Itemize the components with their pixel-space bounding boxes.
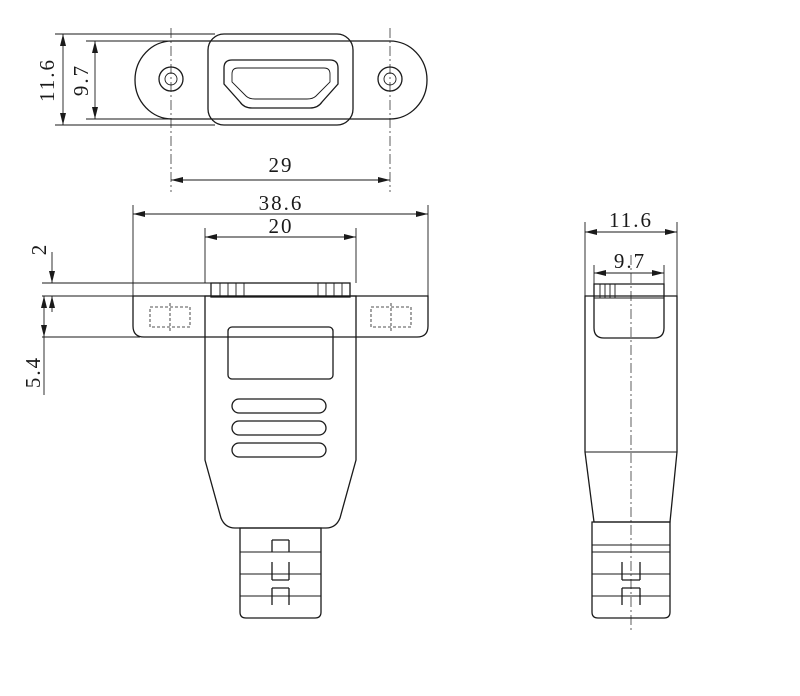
label-flange-step: 2	[27, 243, 51, 256]
arrow-side-outer-right	[665, 229, 677, 235]
arrow-side-inner-right	[652, 270, 664, 276]
label-side-width-outer: 11.6	[609, 208, 653, 232]
side-view-connector-head	[593, 283, 665, 339]
front-view-hole-left-hidden	[149, 306, 191, 328]
strain-relief-notch-2	[271, 562, 290, 581]
front-view-strain-relief	[239, 527, 322, 619]
front-view-connector-top	[210, 282, 351, 298]
strain-relief-notch-1	[271, 539, 290, 552]
top-view: 11.6 9.7 29	[35, 28, 428, 192]
side-relief-notch-2	[621, 587, 641, 605]
arrow-side-outer-left	[585, 229, 597, 235]
side-relief-notch-1	[621, 562, 641, 581]
label-flange-width: 38.6	[259, 191, 304, 215]
label-top-height-inner: 9.7	[69, 64, 93, 96]
front-view-flange	[132, 295, 429, 338]
arrow-thickness-down	[41, 325, 47, 337]
arrow-thickness-up	[41, 296, 47, 308]
arrow-flange-width-right	[416, 211, 428, 217]
strain-relief-notch-3	[271, 587, 290, 605]
arrow-side-inner-left	[594, 270, 606, 276]
arrow-top-inner-down	[92, 107, 98, 119]
arrow-step-up	[49, 296, 55, 308]
front-view-hole-right-hidden	[370, 306, 412, 328]
arrow-hole-spacing-left	[171, 177, 183, 183]
front-view-grip-slot-3	[231, 442, 327, 458]
arrow-top-inner-up	[92, 41, 98, 53]
arrow-step-down	[49, 271, 55, 283]
front-view: 38.6 20 2 5.4	[21, 191, 429, 619]
arrow-top-outer-up	[60, 34, 66, 46]
front-view-grip-slot-1	[231, 398, 327, 414]
label-hole-spacing: 29	[269, 153, 294, 177]
label-body-width: 20	[269, 214, 294, 238]
arrow-flange-width-left	[133, 211, 145, 217]
top-view-flange-outline	[134, 40, 428, 120]
top-view-hdmi-port-outer	[223, 59, 339, 109]
front-view-grip-slot-2	[231, 420, 327, 436]
arrow-body-width-left	[205, 234, 217, 240]
front-view-label-window	[227, 326, 334, 380]
top-view-hdmi-port-inner	[231, 67, 331, 100]
arrow-hole-spacing-right	[378, 177, 390, 183]
side-view-strain-relief	[591, 521, 671, 619]
label-top-height-outer: 11.6	[35, 58, 59, 102]
top-view-port-housing	[207, 33, 354, 126]
arrow-body-width-right	[344, 234, 356, 240]
side-view: 11.6 9.7	[584, 208, 678, 630]
label-flange-thickness: 5.4	[21, 356, 45, 388]
label-side-width-inner: 9.7	[614, 249, 646, 273]
arrow-top-outer-down	[60, 113, 66, 125]
front-view-main-body	[204, 295, 357, 529]
